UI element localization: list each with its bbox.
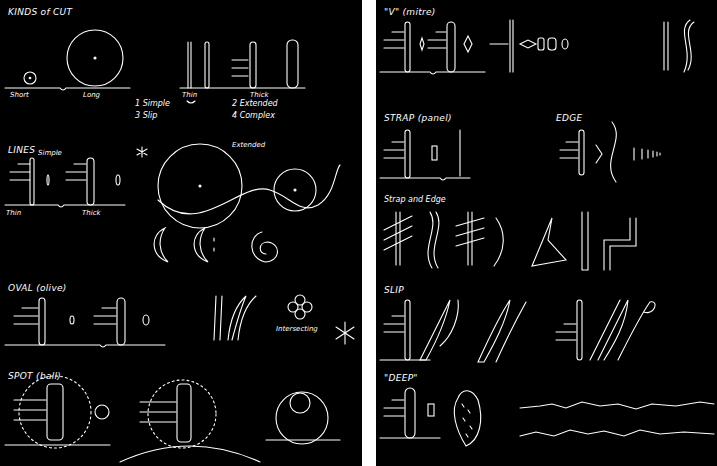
right-panel [376, 0, 717, 466]
section-heading: "V" (mitre) [384, 8, 436, 17]
size-label: Short [10, 92, 29, 99]
section-heading: "DEEP" [384, 374, 418, 383]
section-heading: LINES [8, 146, 35, 155]
cut-kind: 2 Extended [232, 100, 278, 108]
section-heading: OVAL (olive) [8, 284, 67, 293]
section-heading: STRAP (panel) [384, 114, 452, 123]
cut-kind: 4 Complex [232, 112, 275, 120]
cut-note: Intersecting [276, 326, 318, 333]
section-heading: SLIP [384, 286, 404, 295]
line-label: Simple [38, 150, 62, 157]
section-heading: SPOT (ball) [8, 372, 61, 381]
line-label: Extended [232, 142, 265, 149]
size-label: Long [83, 92, 100, 99]
section-heading: EDGE [556, 114, 582, 123]
size-label: Thick [82, 210, 101, 217]
cut-kind: 3 Slip [135, 112, 157, 120]
size-label: Thin [6, 210, 21, 217]
cut-kind: 1 Simple [135, 100, 170, 108]
size-label: Thin [182, 92, 197, 99]
size-label: Thick [250, 92, 269, 99]
section-heading: KINDS of CUT [8, 8, 72, 17]
section-heading: Strap and Edge [384, 196, 446, 204]
